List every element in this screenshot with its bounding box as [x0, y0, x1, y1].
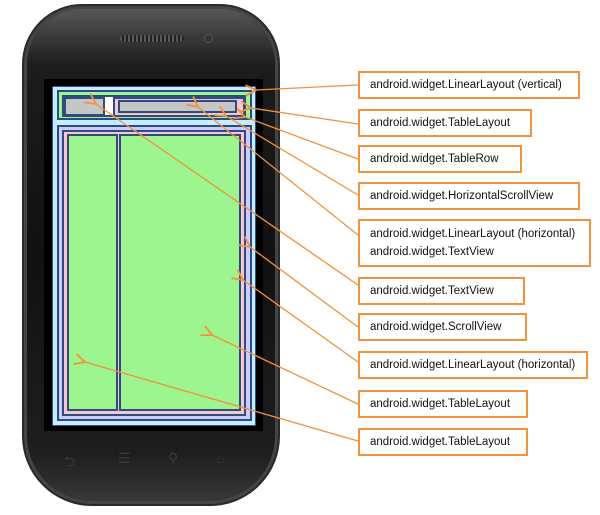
arrow [250, 247, 359, 328]
camera-icon [204, 34, 213, 43]
label-table-row: android.widget.TableRow [358, 145, 522, 173]
label-table-layout-left: android.widget.TableLayout [358, 428, 528, 456]
home-icon[interactable]: ⌂ [216, 450, 225, 466]
label-text: android.widget.LinearLayout (vertical) [370, 79, 562, 91]
label-text: android.widget.TextView [370, 246, 494, 258]
search-icon[interactable]: ⚲ [168, 450, 179, 466]
label-text: android.widget.HorizontalScrollView [370, 190, 554, 202]
arrow [256, 84, 359, 90]
label-linear-layout-vertical: android.widget.LinearLayout (vertical) [358, 71, 580, 99]
arrow [212, 335, 359, 405]
label-table-layout-right: android.widget.TableLayout [358, 390, 528, 418]
arrow [198, 107, 359, 236]
label-text: android.widget.LinearLayout (horizontal) [370, 228, 576, 240]
label-table-layout: android.widget.TableLayout [358, 109, 532, 137]
label-text: android.widget.TextView [370, 285, 494, 297]
label-linear-layout-horizontal: android.widget.LinearLayout (horizontal) [358, 351, 588, 379]
label-text: android.widget.TableLayout [370, 117, 511, 129]
label-text: android.widget.TableLayout [370, 436, 511, 448]
label-textview: android.widget.TextView [358, 277, 525, 305]
label-horizontal-scroll-view: android.widget.HorizontalScrollView [358, 182, 580, 210]
arrow [251, 108, 359, 125]
label-linear-layout-horizontal-textview: android.widget.LinearLayout (horizontal)… [358, 219, 591, 267]
textview-in-linear-layout [118, 100, 237, 113]
label-text: android.widget.TableRow [370, 153, 499, 165]
back-icon[interactable]: ⮌ [64, 453, 76, 469]
label-text: android.widget.TableLayout [370, 398, 511, 410]
arrow [226, 116, 359, 196]
label-scroll-view: android.widget.ScrollView [358, 313, 527, 341]
label-text: android.widget.LinearLayout (horizontal) [370, 359, 576, 371]
speaker-grille [120, 35, 184, 42]
table-layout-right [119, 134, 241, 411]
arrow [96, 104, 359, 286]
label-text: android.widget.ScrollView [370, 321, 502, 333]
menu-icon[interactable]: ☰ [118, 450, 131, 466]
arrow [243, 280, 359, 363]
arrow [245, 117, 359, 160]
arrow [85, 362, 359, 442]
